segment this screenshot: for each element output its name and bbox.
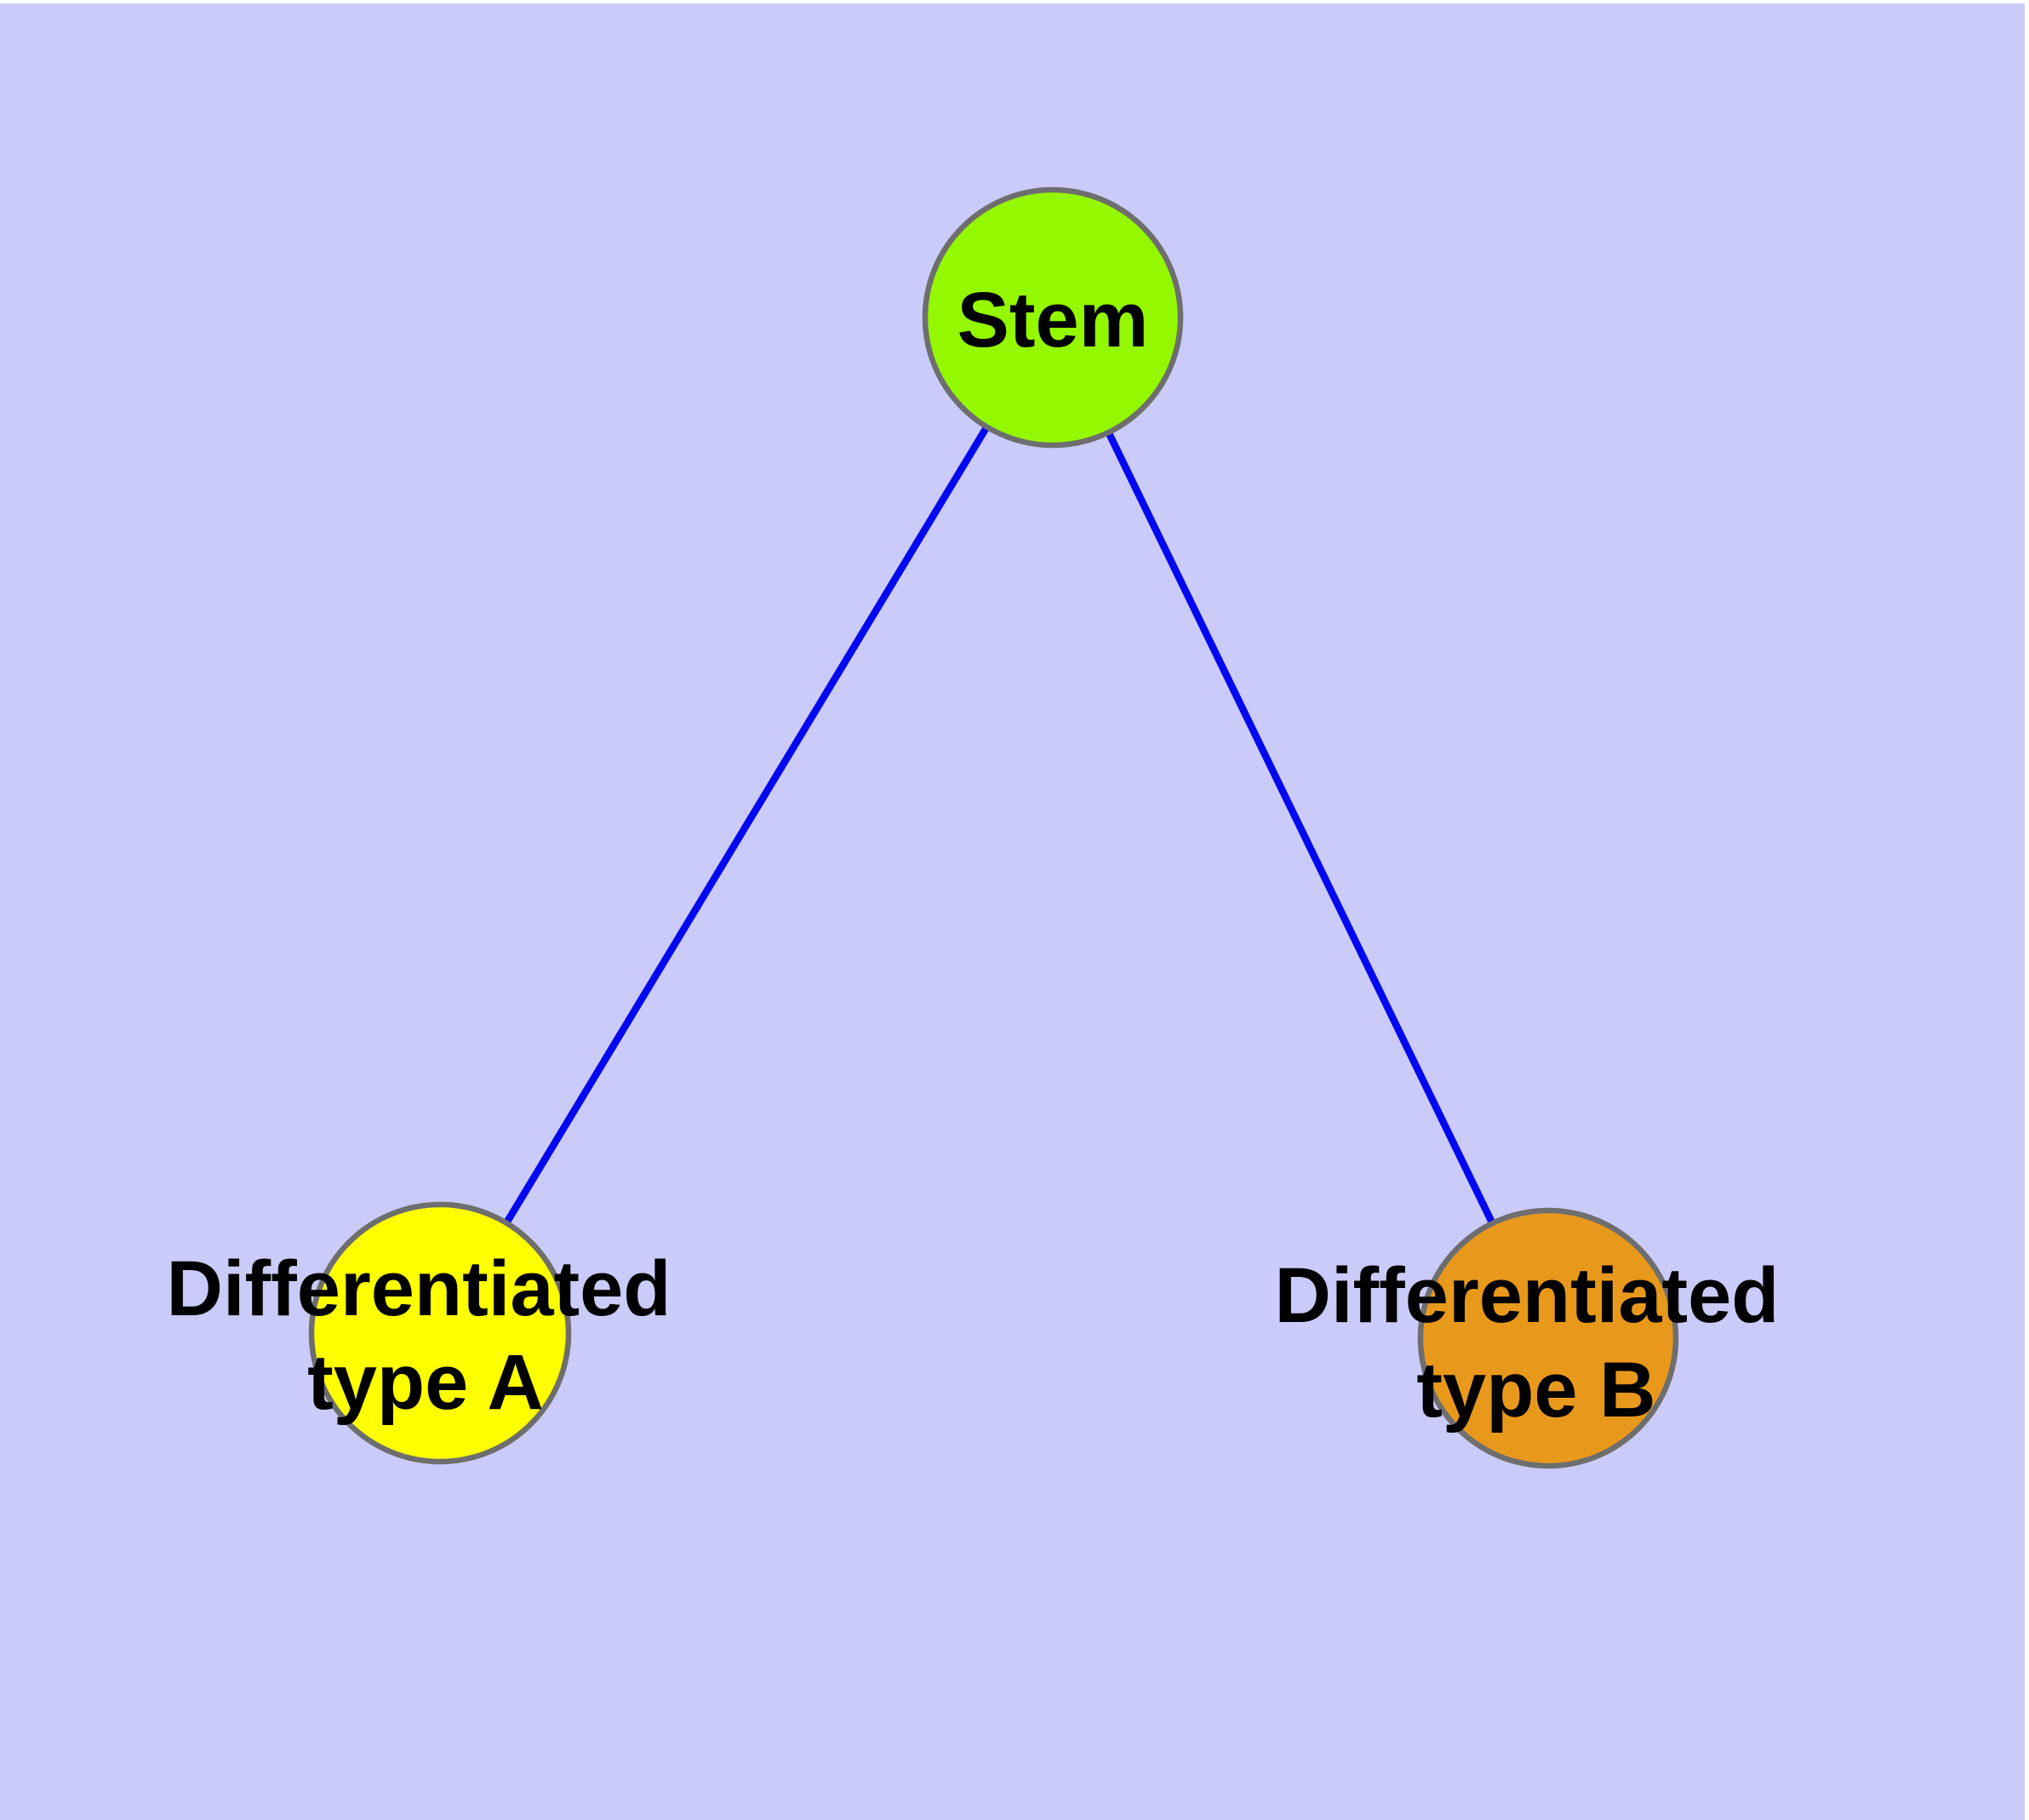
stem-node xyxy=(922,186,1184,449)
type-a-node-label-line-2: type A xyxy=(307,1339,544,1426)
differentiated-type-a-node xyxy=(308,1201,572,1465)
stem-node-label: Stem xyxy=(957,277,1149,363)
type-a-node-label-line-1: Differentiated xyxy=(167,1245,672,1332)
type-b-node-label-line-2: type B xyxy=(1416,1347,1655,1434)
differentiated-type-b-node xyxy=(1417,1207,1679,1469)
edge-stem-to-type-a xyxy=(437,315,1056,1336)
edge-stem-to-type-b xyxy=(1049,316,1552,1340)
type-b-node-label-line-1: Differentiated xyxy=(1275,1252,1780,1339)
